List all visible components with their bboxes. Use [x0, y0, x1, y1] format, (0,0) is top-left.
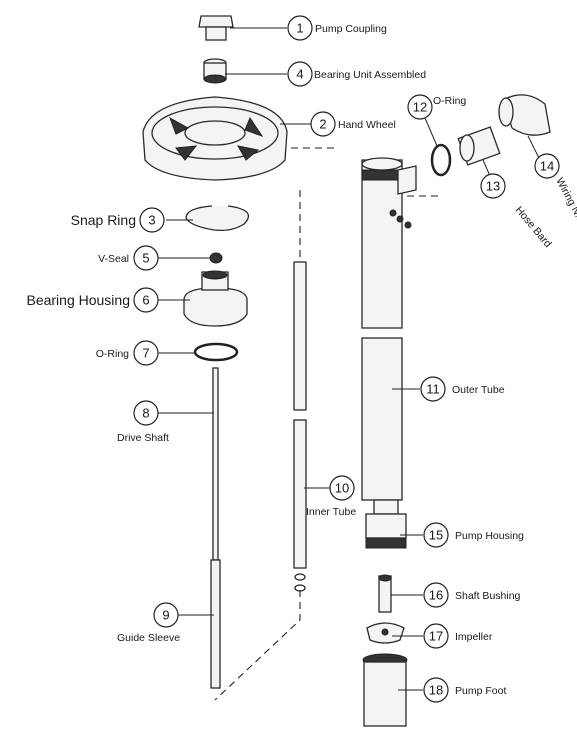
o-ring-12-part: [430, 143, 452, 177]
inner-tube-part: [293, 261, 307, 592]
callout-label: Pump Coupling: [315, 23, 387, 35]
callout-number: 5: [142, 251, 149, 266]
callout-number: 18: [429, 683, 443, 698]
o-ring-7-part: [193, 342, 239, 362]
bearing-unit-part: [203, 58, 227, 84]
hose-barb-part: [457, 126, 501, 166]
callout-2: 2 Hand Wheel: [310, 111, 396, 137]
pump-foot-part: [362, 653, 408, 727]
callout-label: Outer Tube: [452, 384, 505, 396]
impeller-part: [366, 622, 405, 644]
callout-number: 7: [142, 346, 149, 361]
callout-number: 13: [486, 179, 500, 194]
snap-ring-part: [185, 205, 249, 232]
callout-14: 14 Wiring N...: [534, 153, 577, 225]
callout-label: Guide Sleeve: [117, 632, 180, 644]
callout-label: Hose Bard: [513, 204, 554, 250]
callout-number: 10: [335, 481, 349, 496]
callout-12: 12 O-Ring: [407, 94, 466, 120]
callout-13: 13 Hose Bard: [480, 173, 554, 250]
callout-number: 8: [142, 406, 149, 421]
callout-label: O-Ring: [433, 95, 466, 107]
callout-label: V-Seal: [98, 253, 129, 265]
callout-number: 3: [148, 213, 155, 228]
callout-6: 6 Bearing Housing: [26, 287, 159, 313]
leader-lines: [158, 27, 541, 691]
callout-3: 3 Snap Ring: [71, 207, 165, 233]
callout-18: 18 Pump Foot: [423, 677, 506, 703]
callout-10: 10 Inner Tube: [306, 475, 356, 518]
pump-housing-part: [365, 499, 407, 549]
callout-label: O-Ring: [96, 348, 129, 360]
callout-16: 16 Shaft Bushing: [423, 582, 521, 608]
callout-label: Hand Wheel: [338, 119, 396, 131]
callout-1: 1 Pump Coupling: [287, 15, 387, 41]
callout-label: Impeller: [455, 631, 493, 643]
outer-tube-part: [361, 157, 403, 501]
callout-label: Pump Housing: [455, 530, 524, 542]
callout-number: 16: [429, 588, 443, 603]
callout-number: 6: [142, 293, 149, 308]
callout-label: Bearing Housing: [26, 292, 130, 308]
hand-wheel-part: [142, 96, 288, 181]
callout-4: 4 Bearing Unit Assembled: [287, 61, 426, 87]
callout-8: 8 Drive Shaft: [117, 400, 169, 444]
callout-label: Bearing Unit Assembled: [314, 69, 426, 81]
callout-9: 9 Guide Sleeve: [117, 602, 180, 644]
callout-label: Pump Foot: [455, 685, 506, 697]
callout-label: Snap Ring: [71, 212, 136, 228]
bearing-housing-part: [183, 270, 248, 327]
callout-11: 11 Outer Tube: [420, 376, 505, 402]
callout-label: Wiring N...: [553, 176, 577, 225]
callout-15: 15 Pump Housing: [423, 522, 524, 548]
callout-number: 12: [413, 100, 427, 115]
callout-number: 15: [429, 528, 443, 543]
pump-coupling-part: [198, 15, 234, 41]
callout-label: Drive Shaft: [117, 432, 169, 444]
callout-5: 5 V-Seal: [98, 245, 159, 271]
elbow-fitting-part: [389, 165, 417, 229]
drive-shaft-part: [210, 367, 221, 689]
callout-number: 14: [540, 159, 554, 174]
callout-number: 2: [319, 117, 326, 132]
shaft-bushing-part: [378, 574, 392, 613]
callout-7: 7 O-Ring: [96, 340, 159, 366]
callout-17: 17 Impeller: [423, 623, 493, 649]
callout-number: 9: [162, 608, 169, 623]
v-seal-part: [209, 252, 223, 264]
callout-label: Shaft Bushing: [455, 590, 521, 602]
callout-number: 17: [429, 629, 443, 644]
callout-number: 4: [296, 67, 303, 82]
assembly-dash-lines: [214, 147, 440, 701]
wiring-nut-part: [498, 94, 551, 136]
callout-label: Inner Tube: [306, 506, 356, 518]
callout-number: 11: [426, 382, 440, 397]
callout-number: 1: [296, 21, 303, 36]
